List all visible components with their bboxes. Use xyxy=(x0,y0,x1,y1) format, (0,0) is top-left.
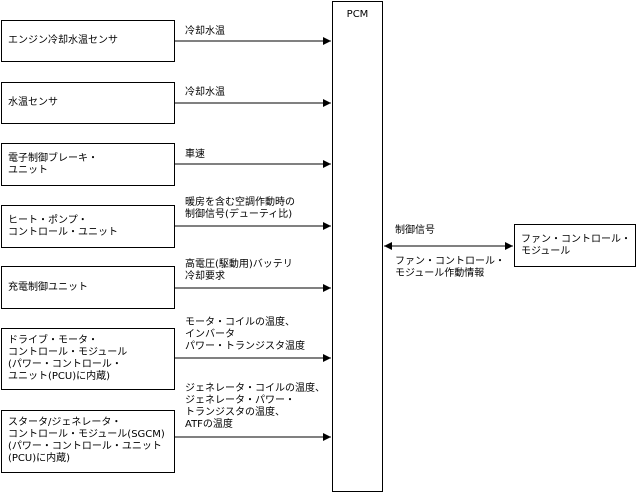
electronic-brake-unit-box: 電子制御ブレーキ・ ユニット xyxy=(1,143,175,186)
signal-label: 車速 xyxy=(185,149,205,160)
signal-label: 暖房を含む空調作動時の 制御信号(デューティ比) xyxy=(185,197,295,220)
signal-label: ジェネレータ・コイルの温度、 ジェネレータ・パワー・ トランジスタの温度、 AT… xyxy=(185,383,325,430)
box-label: スタータ/ジェネレータ・ コントロール・モジュール(SGCM) (パワー・コント… xyxy=(8,417,165,464)
starter-generator-control-module-box: スタータ/ジェネレータ・ コントロール・モジュール(SGCM) (パワー・コント… xyxy=(1,410,175,473)
control-signal-label: 制御信号 xyxy=(395,225,435,236)
signal-label: モータ・コイルの温度、 インバータ パワー・トランジスタ温度 xyxy=(185,317,305,352)
fan-control-module-box: ファン・コントロール・ モジュール xyxy=(514,224,636,267)
fan-module-status-label: ファン・コントロール・ モジュール作動情報 xyxy=(395,256,505,279)
box-label: エンジン冷却水温センサ xyxy=(8,35,118,46)
signal-label: 高電圧(駆動用)バッテリ 冷却要求 xyxy=(185,259,293,282)
box-label: ファン・コントロール・ モジュール xyxy=(521,234,631,257)
signal-label: 冷却水温 xyxy=(185,26,225,37)
pcm-label: PCM xyxy=(346,9,369,20)
box-label: 水温センサ xyxy=(8,97,58,108)
signal-label: 冷却水温 xyxy=(185,87,225,98)
box-label: ドライブ・モータ・ コントロール・モジュール (パワー・コントロール・ ユニット… xyxy=(8,335,128,382)
charge-control-unit-box: 充電制御ユニット xyxy=(1,266,175,309)
pcm-block: PCM xyxy=(332,1,383,492)
water-temp-sensor-box: 水温センサ xyxy=(1,82,175,124)
engine-coolant-temp-sensor-box: エンジン冷却水温センサ xyxy=(1,20,175,62)
box-label: 電子制御ブレーキ・ ユニット xyxy=(8,153,98,176)
drive-motor-control-module-box: ドライブ・モータ・ コントロール・モジュール (パワー・コントロール・ ユニット… xyxy=(1,328,175,390)
box-label: ヒート・ポンプ・ コントロール・ユニット xyxy=(8,215,118,238)
box-label: 充電制御ユニット xyxy=(8,282,88,293)
heat-pump-control-unit-box: ヒート・ポンプ・ コントロール・ユニット xyxy=(1,205,175,248)
